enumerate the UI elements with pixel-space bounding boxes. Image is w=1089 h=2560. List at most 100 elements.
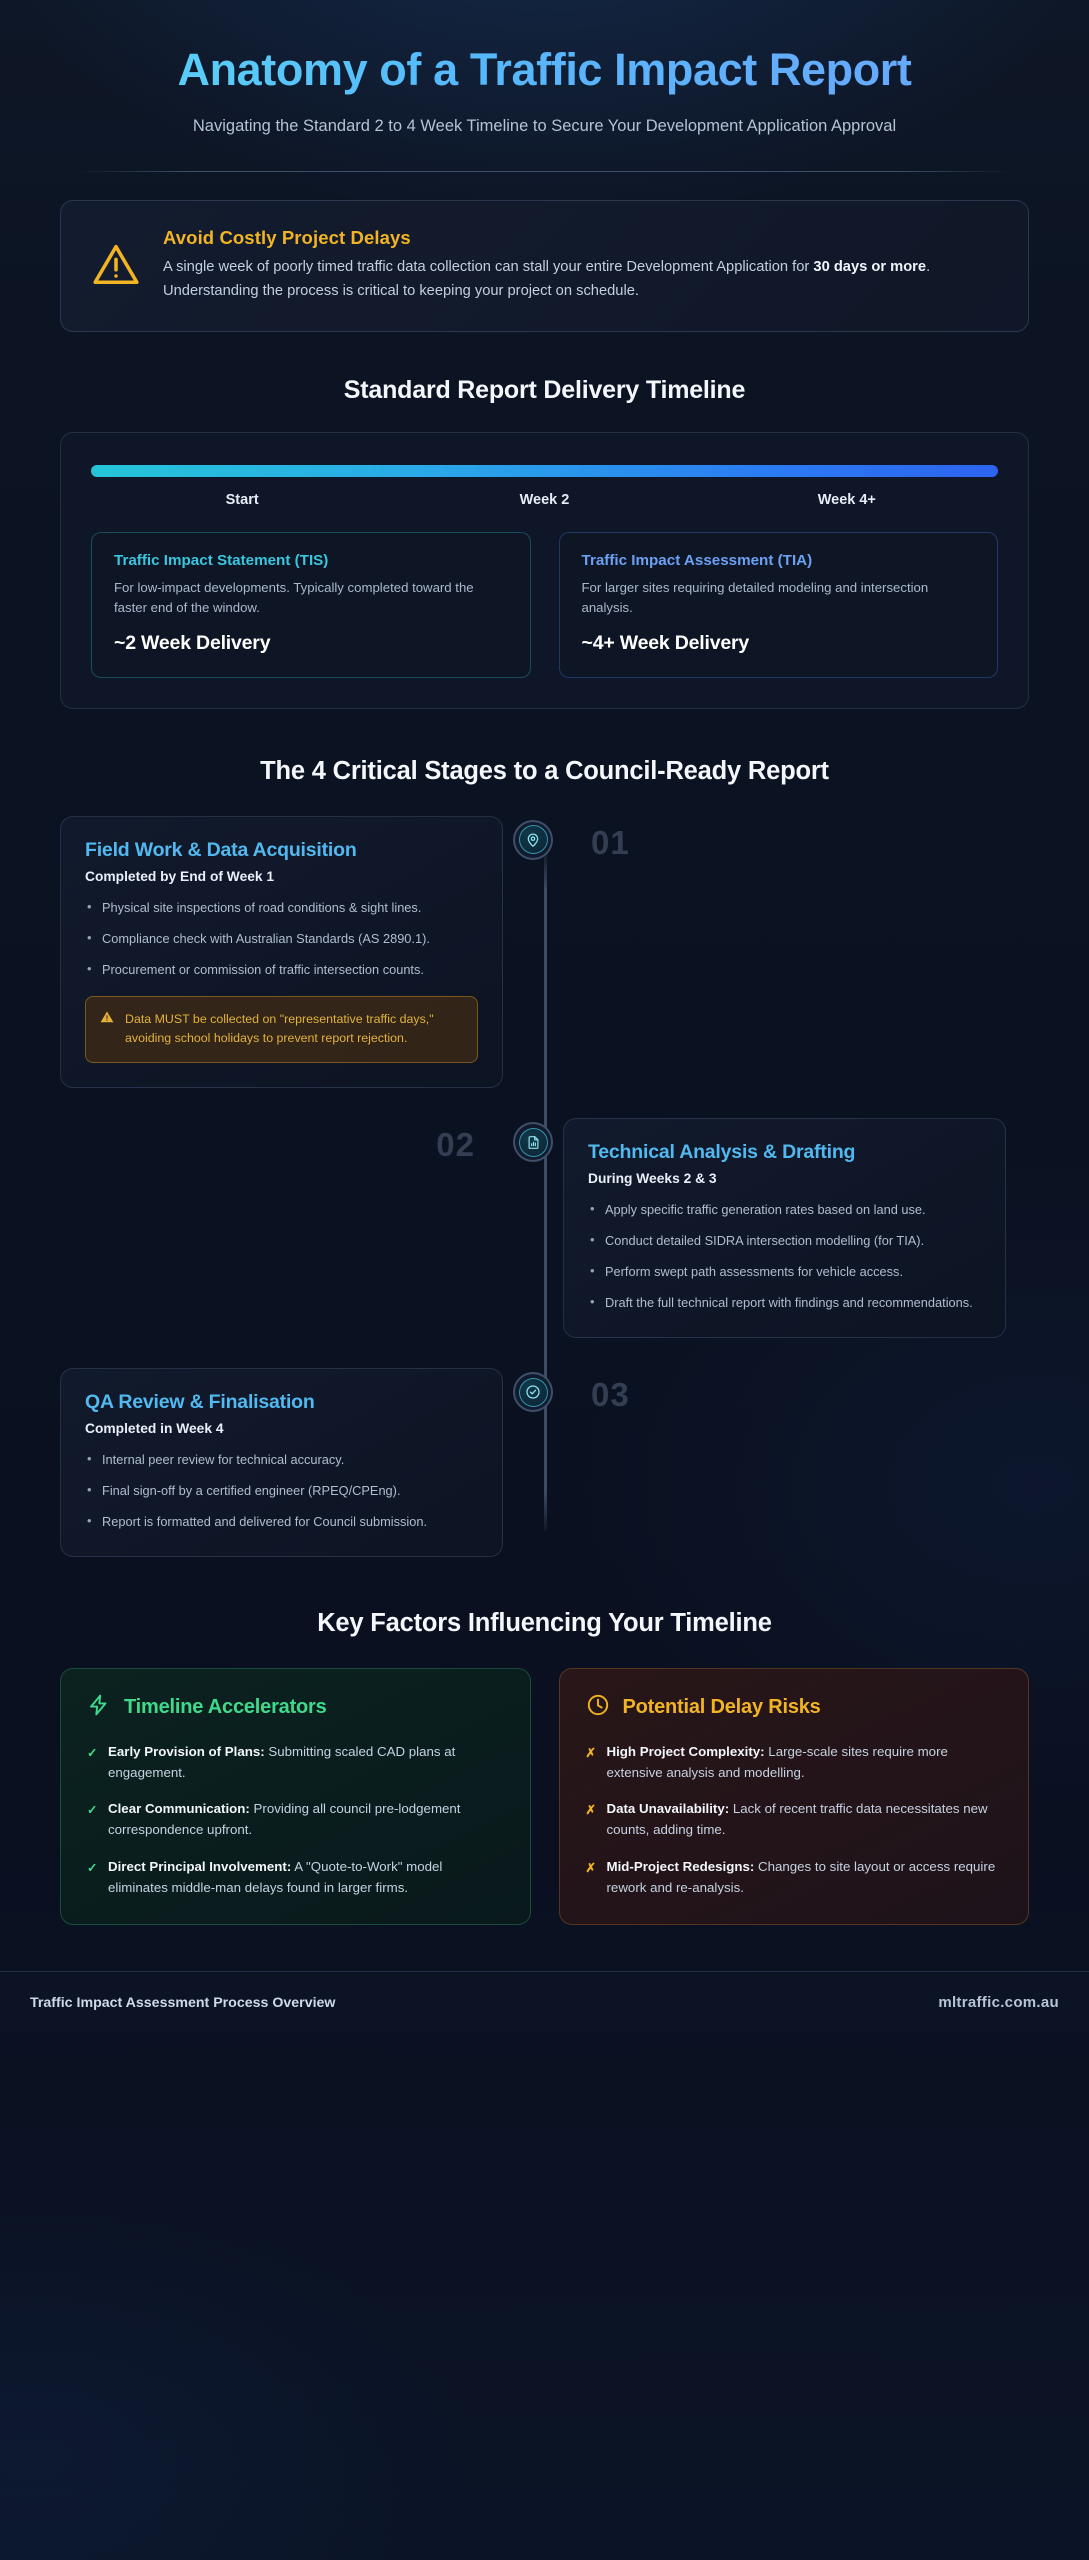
- timeline-section-title: Standard Report Delivery Timeline: [343, 375, 746, 404]
- tia-card-title: Traffic Impact Assessment (TIA): [581, 551, 813, 569]
- tia-card: Traffic Impact Assessment (TIA) For larg…: [558, 531, 998, 678]
- delay-warning-callout: Avoid Costly Project Delays A single wee…: [60, 200, 1029, 332]
- timeline-section: Start Week 2 Week 4+ Traffic Impact Stat…: [0, 431, 1089, 709]
- check-marker-icon: ✓: [87, 1860, 98, 1875]
- stage-02-title: Technical Analysis & Drafting: [588, 1141, 856, 1164]
- list-item: ✗ High Project Complexity: Large-scale s…: [586, 1742, 1003, 1783]
- lightning-bolt-icon: [87, 1693, 111, 1722]
- alert-text-after: . Understanding the process is critical …: [163, 259, 931, 299]
- tis-card-desc: For low-impact developments. Typically c…: [114, 579, 474, 615]
- list-item: ✓ Clear Communication: Providing all cou…: [87, 1799, 504, 1840]
- risks-title: Potential Delay Risks: [622, 1696, 821, 1719]
- timeline-progress-bar: [91, 464, 998, 477]
- page-subtitle: Navigating the Standard 2 to 4 Week Time…: [192, 116, 897, 135]
- document-chart-icon: [518, 1127, 548, 1157]
- warning-triangle-icon: [100, 1010, 114, 1049]
- stage-03-number: 03: [591, 1376, 630, 1414]
- item-text: Lack of recent traffic data necessitates…: [606, 1801, 988, 1838]
- alert-emphasis: 30 days or more: [813, 259, 927, 276]
- stage-01-bullets: Physical site inspections of road condit…: [85, 897, 478, 980]
- footer: Traffic Impact Assessment Process Overvi…: [0, 1971, 1089, 2034]
- stage-02-node: [513, 1122, 553, 1163]
- accelerators-title: Timeline Accelerators: [124, 1696, 327, 1719]
- cross-marker-icon: ✗: [585, 1860, 596, 1875]
- stage-01-warning-text: Data MUST be collected on "representativ…: [125, 1011, 434, 1045]
- stage-01-warning: Data MUST be collected on "representativ…: [85, 995, 478, 1064]
- item-label: Direct Principal Involvement:: [108, 1858, 292, 1874]
- stage-02-bullets: Apply specific traffic generation rates …: [588, 1199, 981, 1313]
- accelerators-card: Timeline Accelerators ✓ Early Provision …: [60, 1668, 531, 1926]
- tis-card: Traffic Impact Statement (TIS) For low-i…: [91, 531, 531, 678]
- item-label: Data Unavailability:: [606, 1801, 730, 1817]
- tia-card-desc: For larger sites requiring detailed mode…: [581, 579, 929, 615]
- check-circle-icon: [518, 1377, 548, 1407]
- item-label: Mid-Project Redesigns:: [606, 1858, 755, 1874]
- stage-01-title: Field Work & Data Acquisition: [85, 838, 357, 861]
- tis-card-delivery: ~2 Week Delivery: [114, 631, 271, 654]
- list-item: Draft the full technical report with fin…: [588, 1292, 981, 1313]
- stages-section: Field Work & Data Acquisition Completed …: [0, 815, 1089, 1558]
- stage-01-card: Field Work & Data Acquisition Completed …: [60, 815, 503, 1089]
- accelerators-header: Timeline Accelerators: [87, 1693, 504, 1722]
- list-item: ✓ Early Provision of Plans: Submitting s…: [87, 1742, 504, 1783]
- tia-card-delivery: ~4+ Week Delivery: [581, 631, 750, 654]
- cross-marker-icon: ✗: [585, 1803, 596, 1818]
- stage-02-card: Technical Analysis & Drafting During Wee…: [563, 1118, 1006, 1339]
- alert-section: Avoid Costly Project Delays A single wee…: [0, 172, 1089, 332]
- stage-01: Field Work & Data Acquisition Completed …: [60, 815, 1029, 1089]
- list-item: Perform swept path assessments for vehic…: [588, 1261, 981, 1282]
- timeline-spine: [544, 849, 547, 1532]
- timeline-panel: Start Week 2 Week 4+ Traffic Impact Stat…: [60, 431, 1029, 709]
- timeline-label-week2: Week 2: [519, 491, 570, 508]
- item-text: Submitting scaled CAD plans at engagemen…: [108, 1744, 456, 1780]
- stage-03-bullets: Internal peer review for technical accur…: [85, 1449, 478, 1532]
- risks-card: Potential Delay Risks ✗ High Project Com…: [558, 1668, 1029, 1926]
- list-item: ✗ Mid-Project Redesigns: Changes to site…: [586, 1857, 1003, 1898]
- item-text: Large-scale sites require more extensive…: [606, 1744, 948, 1780]
- footer-caption: Traffic Impact Assessment Process Overvi…: [30, 1994, 336, 2011]
- item-text: A "Quote-to-Work" model eliminates middl…: [108, 1858, 443, 1895]
- list-item: ✓ Direct Principal Involvement: A "Quote…: [87, 1857, 504, 1898]
- item-text: Changes to site layout or access require…: [606, 1858, 996, 1895]
- alert-title: Avoid Costly Project Delays: [163, 227, 411, 249]
- timeline-label-start: Start: [225, 491, 259, 508]
- alert-text-before: A single week of poorly timed traffic da…: [163, 259, 814, 276]
- factors-section: Timeline Accelerators ✓ Early Provision …: [0, 1668, 1089, 1926]
- accelerators-list: ✓ Early Provision of Plans: Submitting s…: [87, 1742, 504, 1898]
- stage-03-title: QA Review & Finalisation: [85, 1391, 315, 1414]
- list-item: Apply specific traffic generation rates …: [588, 1199, 981, 1220]
- stage-03-node: [513, 1372, 553, 1413]
- header: Anatomy of a Traffic Impact Report Navig…: [0, 0, 1089, 173]
- clock-icon: [586, 1693, 610, 1722]
- map-pin-icon: [518, 825, 548, 855]
- timeline-cards: Traffic Impact Statement (TIS) For low-i…: [91, 531, 998, 678]
- stage-03-card: QA Review & Finalisation Completed in We…: [60, 1368, 503, 1558]
- stage-01-node: [513, 819, 553, 860]
- stage-03: QA Review & Finalisation Completed in We…: [60, 1368, 1029, 1558]
- stage-02-when: During Weeks 2 & 3: [588, 1171, 717, 1187]
- cross-marker-icon: ✗: [585, 1746, 596, 1761]
- tis-card-title: Traffic Impact Statement (TIS): [114, 551, 329, 569]
- stage-02: 02 Technical Analys: [60, 1118, 1029, 1339]
- stage-03-when: Completed in Week 4: [85, 1421, 224, 1437]
- factors-section-title: Key Factors Influencing Your Timeline: [317, 1609, 772, 1638]
- list-item: ✗ Data Unavailability: Lack of recent tr…: [586, 1799, 1003, 1840]
- stages-section-title: The 4 Critical Stages to a Council-Ready…: [260, 756, 829, 785]
- list-item: Report is formatted and delivered for Co…: [85, 1511, 478, 1532]
- page-title: Anatomy of a Traffic Impact Report: [62, 44, 1027, 97]
- footer-website[interactable]: mltraffic.com.au: [938, 1994, 1059, 2012]
- item-text: Providing all council pre-lodgement corr…: [108, 1801, 461, 1838]
- risks-header: Potential Delay Risks: [586, 1693, 1003, 1722]
- list-item: Internal peer review for technical accur…: [85, 1449, 478, 1470]
- check-marker-icon: ✓: [87, 1746, 98, 1761]
- footer-spacer: [0, 1925, 1089, 1971]
- alert-text: A single week of poorly timed traffic da…: [163, 256, 998, 304]
- list-item: Compliance check with Australian Standar…: [85, 928, 478, 949]
- stage-01-when: Completed by End of Week 1: [85, 868, 275, 884]
- list-item: Conduct detailed SIDRA intersection mode…: [588, 1230, 981, 1251]
- list-item: Procurement or commission of traffic int…: [85, 959, 478, 980]
- item-label: Early Provision of Plans:: [108, 1744, 265, 1760]
- timeline-labels: Start Week 2 Week 4+: [91, 492, 998, 508]
- risks-list: ✗ High Project Complexity: Large-scale s…: [586, 1742, 1003, 1898]
